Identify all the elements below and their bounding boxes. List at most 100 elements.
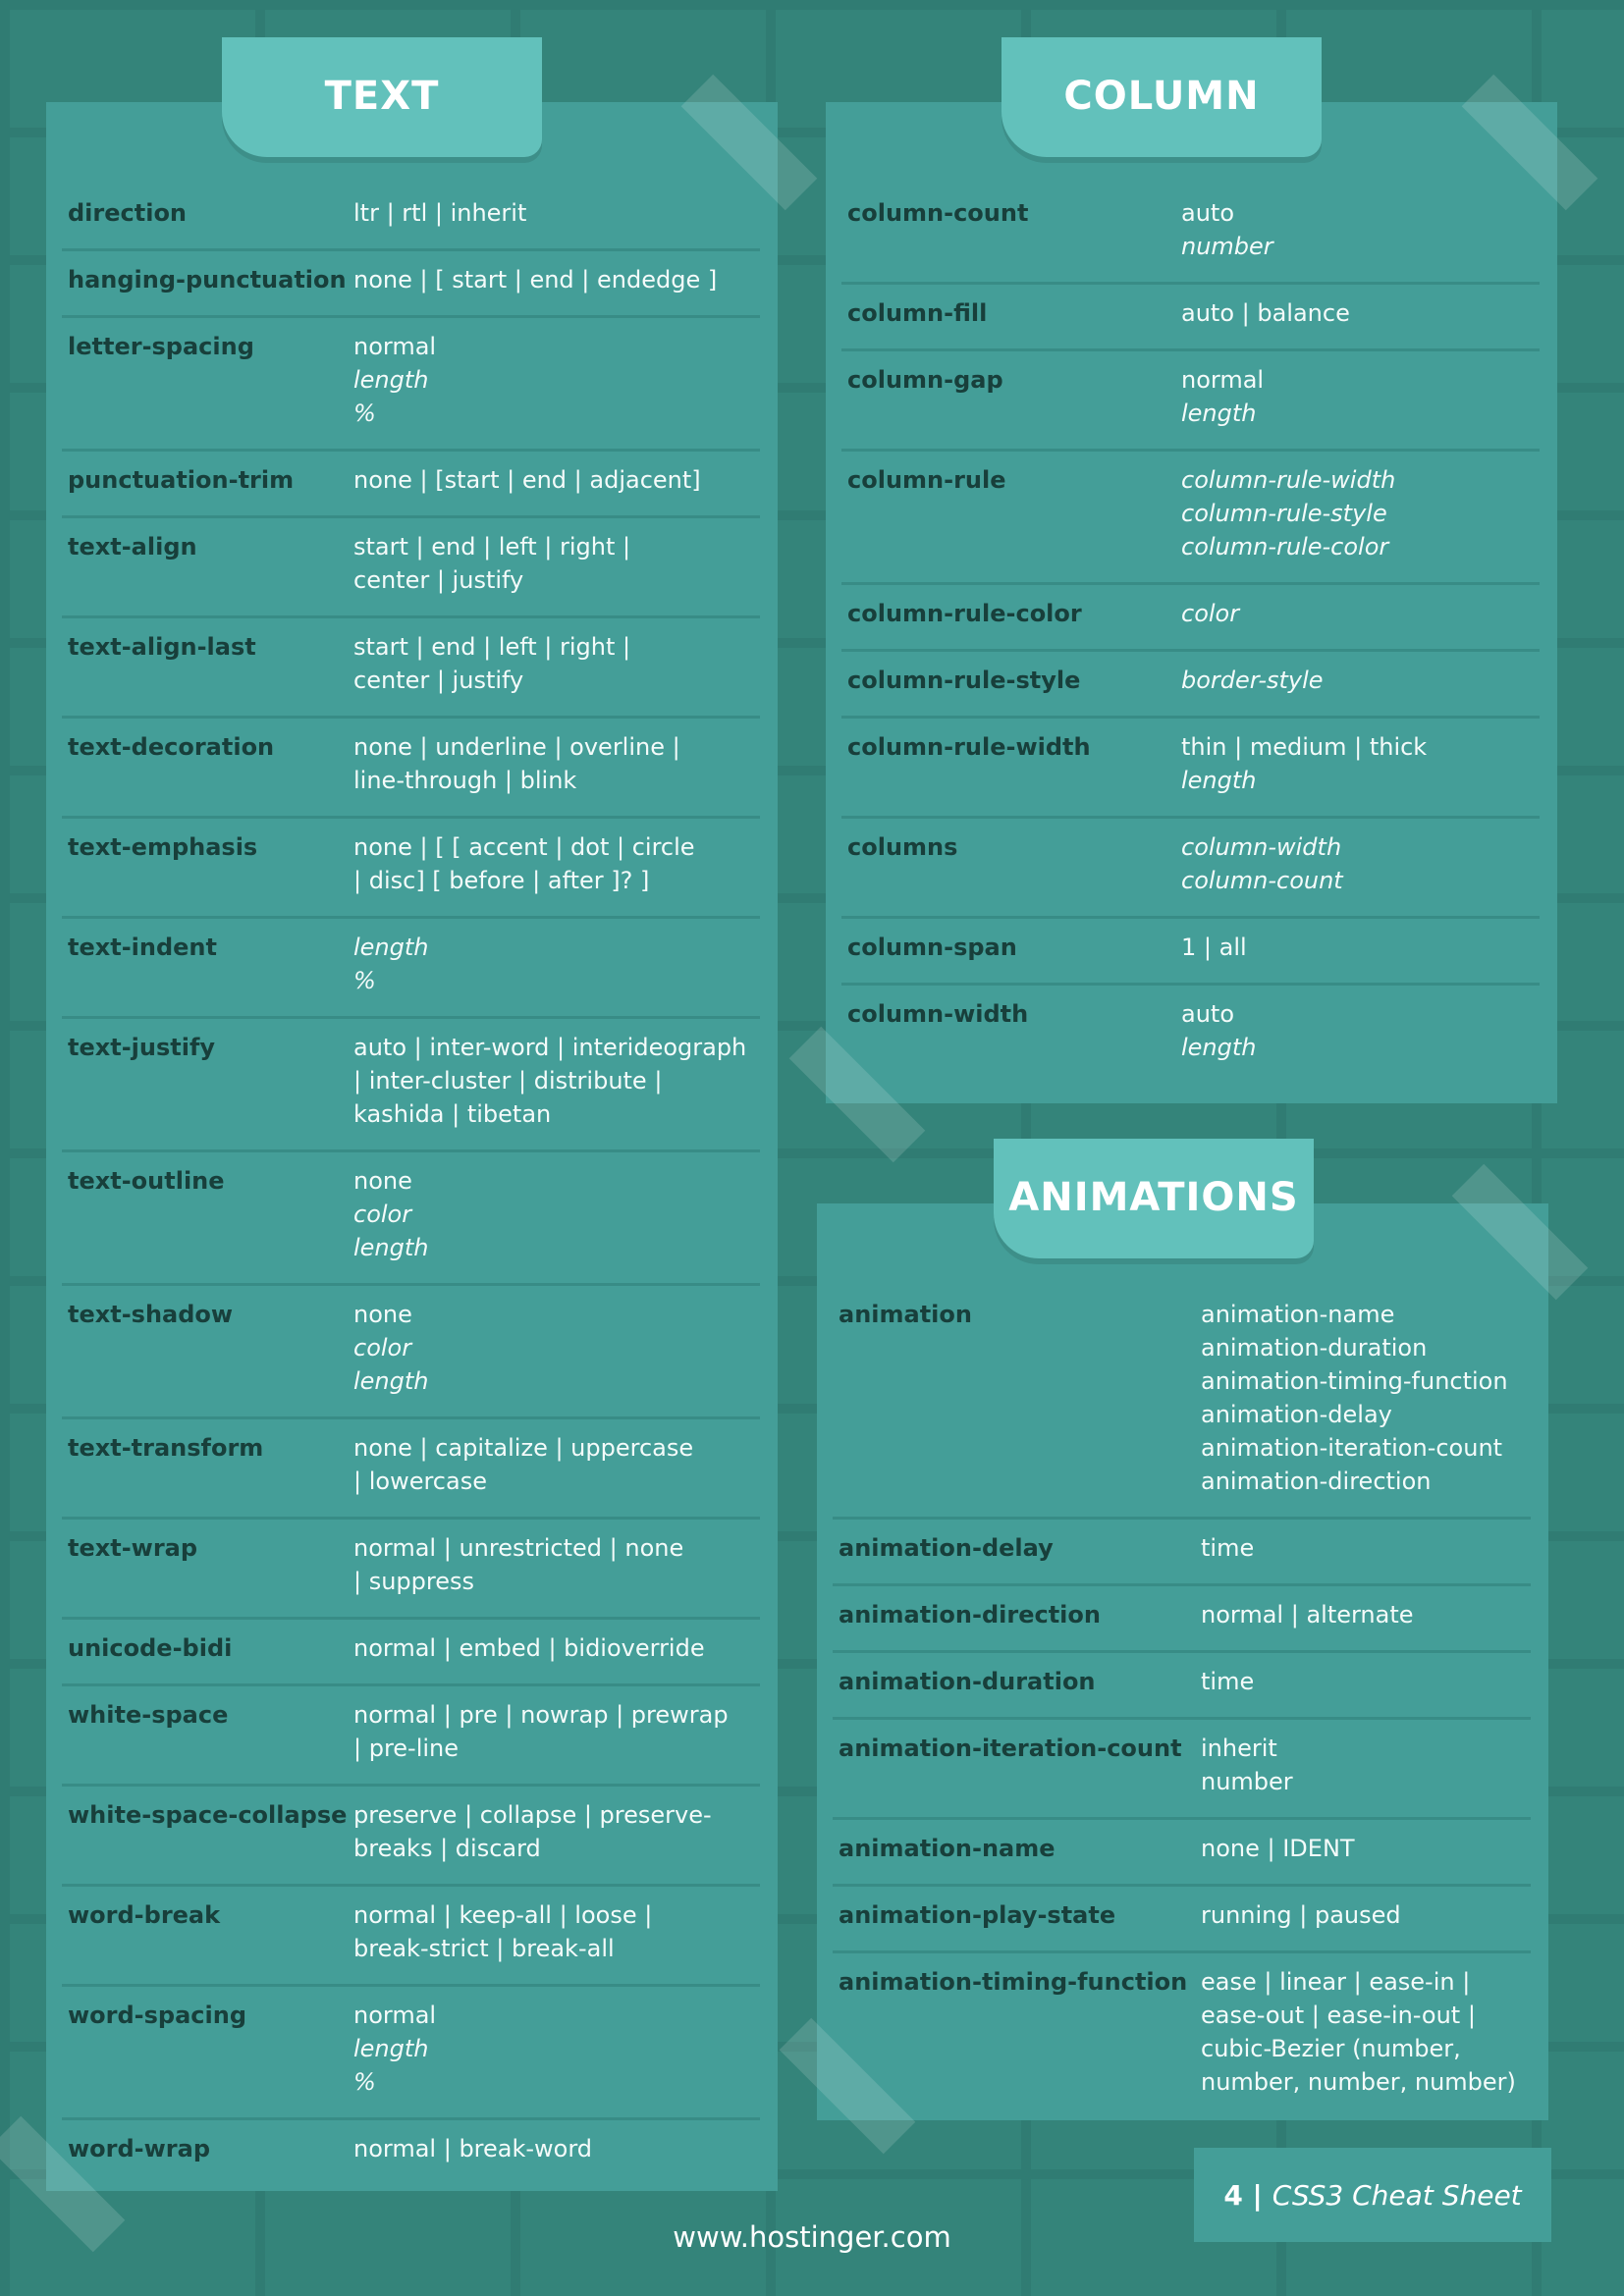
property-value: none | underline | overline | — [353, 733, 680, 761]
property-values: animation-name animation-duration animatio… — [1201, 1298, 1508, 1498]
property-name: column-rule-color — [847, 600, 1082, 627]
property-name: animation-direction — [839, 1601, 1101, 1629]
property-name: column-fill — [847, 299, 988, 327]
property-name: animation — [839, 1301, 972, 1328]
property-value: column-count — [1181, 867, 1343, 894]
property-value: border-style — [1181, 667, 1324, 694]
property-name: animation-name — [839, 1835, 1056, 1862]
page-label: CSS3 Cheat Sheet — [1272, 2178, 1522, 2212]
footer-url: www.hostinger.com — [673, 2220, 951, 2254]
property-name: word-wrap — [68, 2135, 211, 2163]
property-value: cubic-Bezier (number, — [1201, 2035, 1461, 2062]
property-value: length — [353, 1234, 429, 1261]
property-value: length — [353, 1367, 429, 1395]
property-values: start | end | left | right |center | jus… — [353, 530, 630, 597]
property-name: columns — [847, 833, 958, 861]
property-values: normal | unrestricted | none | suppress — [353, 1531, 683, 1598]
property-name: white-space-collapse — [68, 1801, 348, 1829]
property-name: column-rule-width — [847, 733, 1091, 761]
property-value: normal | embed | bidioverride — [353, 1634, 705, 1662]
property-name: punctuation-trim — [68, 466, 295, 494]
property-name: letter-spacing — [68, 333, 254, 360]
property-values: none | [ start | end | endedge ] — [353, 263, 717, 296]
property-name: text-decoration — [68, 733, 275, 761]
property-value: running | paused — [1201, 1901, 1401, 1929]
property-value: start | end | left | right | — [353, 633, 631, 661]
property-value: color — [1181, 600, 1240, 627]
property-name: direction — [68, 199, 188, 227]
property-name: column-width — [847, 1000, 1029, 1028]
property-name: column-rule-style — [847, 667, 1081, 694]
property-value: number — [1201, 1768, 1293, 1795]
text-property-row: text-wrap normal | unrestricted | none | s… — [62, 1520, 760, 1620]
property-value: break-strict | break-all — [353, 1935, 615, 1962]
column-property-row: columns column-width column-count — [841, 819, 1540, 919]
property-values: time — [1201, 1531, 1254, 1565]
animations-property-row: animation-name none | IDENT — [833, 1820, 1531, 1887]
property-value: normal — [353, 333, 437, 360]
property-name: column-span — [847, 934, 1017, 961]
property-value: none — [353, 1301, 412, 1328]
property-value: color — [353, 1201, 412, 1228]
property-values: none | [ [ accent | dot | circle| disc] … — [353, 830, 695, 897]
text-property-row: text-decoration none | underline | overli… — [62, 719, 760, 819]
page-number: 4 | — [1223, 2178, 1263, 2212]
property-name: word-spacing — [68, 2002, 247, 2029]
property-value: breaks | discard — [353, 1835, 541, 1862]
property-values: normal | pre | nowrap | prewrap| pre-lin… — [353, 1698, 729, 1765]
property-value: normal | unrestricted | none — [353, 1534, 684, 1562]
property-value: start | end | left | right | — [353, 533, 631, 561]
property-values: 1 | all — [1181, 931, 1247, 964]
property-values: running | paused — [1201, 1898, 1401, 1932]
property-name: animation-timing-function — [839, 1968, 1188, 1996]
property-name: white-space — [68, 1701, 229, 1729]
property-value: auto — [1181, 199, 1235, 227]
property-value: none | [start | end | adjacent] — [353, 466, 701, 494]
property-value: animation-duration — [1201, 1334, 1428, 1362]
property-values: time — [1201, 1665, 1254, 1698]
property-value: normal | break-word — [353, 2135, 593, 2163]
animations-section-title: ANIMATIONS — [1008, 1175, 1299, 1220]
property-values: auto | balance — [1181, 296, 1350, 330]
property-value: | suppress — [353, 1568, 475, 1595]
property-value: number, number, number) — [1201, 2068, 1516, 2096]
property-value: length — [353, 2035, 429, 2062]
property-name: text-wrap — [68, 1534, 198, 1562]
property-value: animation-timing-function — [1201, 1367, 1508, 1395]
property-value: none | IDENT — [1201, 1835, 1355, 1862]
property-value: % — [353, 400, 376, 427]
property-name: hanging-punctuation — [68, 266, 347, 294]
property-name: column-count — [847, 199, 1029, 227]
property-value: none | [ start | end | endedge ] — [353, 266, 718, 294]
property-values: border-style — [1181, 664, 1324, 697]
property-values: none | IDENT — [1201, 1832, 1355, 1865]
property-value: | pre-line — [353, 1735, 460, 1762]
property-value: none | [ [ accent | dot | circle — [353, 833, 695, 861]
property-value: column-width — [1181, 833, 1342, 861]
property-value: animation-name — [1201, 1301, 1395, 1328]
property-value: kashida | tibetan — [353, 1100, 552, 1128]
property-value: | inter-cluster | distribute | — [353, 1067, 663, 1095]
property-values: preserve | collapse | preserve-breaks | … — [353, 1798, 712, 1865]
property-name: animation-play-state — [839, 1901, 1116, 1929]
